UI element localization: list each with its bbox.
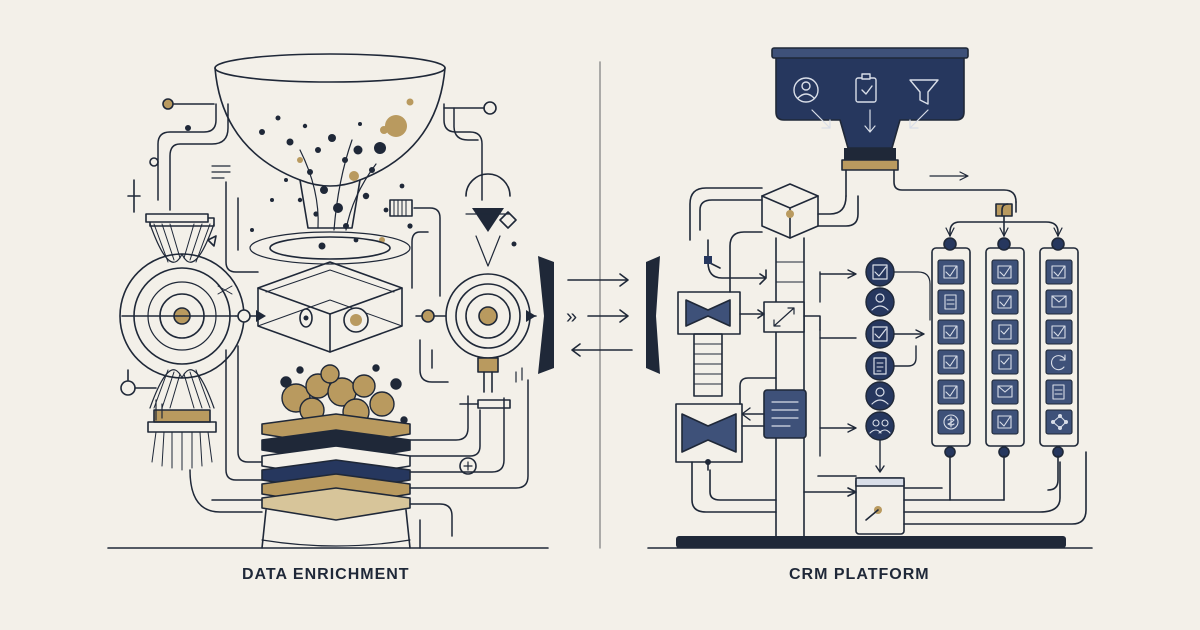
right-gear [445, 208, 531, 393]
connector-glyph: » [566, 306, 577, 328]
checklist-icon [991, 319, 1019, 345]
crm-hopper [771, 47, 1017, 203]
switch-junction [763, 301, 821, 333]
processing-prism [257, 261, 403, 353]
user-icon [865, 381, 895, 411]
network-icon [1045, 409, 1073, 435]
swirl-rings [249, 231, 411, 265]
checkbox-icon [1045, 319, 1073, 345]
document-icon [937, 289, 965, 315]
middle-icon-column [819, 257, 931, 473]
checkbox-icon [865, 257, 895, 287]
filter-icon [909, 79, 939, 105]
data-enrichment-caption: DATA ENRICHMENT [242, 566, 410, 583]
checkbox-icon [937, 259, 965, 285]
document-icon [865, 351, 895, 381]
checklist-icon [991, 349, 1019, 375]
main-column [761, 183, 859, 537]
checkbox-icon [865, 319, 895, 349]
refresh-icon [1045, 349, 1073, 375]
left-mechanism [675, 187, 777, 513]
output-container [803, 451, 1087, 535]
data-particles [250, 115, 413, 250]
checkbox-icon [991, 259, 1019, 285]
rack-distributor [945, 201, 1063, 237]
dollar-icon [937, 409, 965, 435]
clipboard-check-icon [855, 73, 877, 103]
arrow-left-icon [571, 343, 633, 357]
user-icon [865, 287, 895, 317]
data-layers [261, 413, 411, 549]
particle-trails [299, 139, 377, 231]
user-icon [793, 77, 819, 103]
data-particles-gold [297, 98, 414, 243]
mail-icon [991, 379, 1019, 405]
exchange-connector [538, 256, 660, 374]
enriched-cluster [280, 364, 408, 426]
left-pipes [121, 103, 537, 549]
checkbox-icon [937, 349, 965, 375]
data-enrichment-diagram [107, 53, 549, 549]
rack-tiles [937, 259, 1073, 435]
mail-icon [1045, 289, 1073, 315]
checkbox-icon [991, 289, 1019, 315]
platform-base [676, 536, 1066, 548]
arrow-right-icon [567, 273, 629, 287]
left-nodes [120, 98, 536, 475]
team-icon [865, 411, 895, 441]
document-icon [1045, 379, 1073, 405]
checkbox-icon [937, 319, 965, 345]
arrow-right-icon [587, 309, 629, 323]
checkbox-icon [937, 379, 965, 405]
crm-platform-caption: CRM PLATFORM [789, 566, 930, 583]
checkbox-icon [991, 409, 1019, 435]
document-node [741, 389, 807, 439]
crm-platform-diagram [647, 47, 1093, 549]
checkbox-icon [1045, 259, 1073, 285]
